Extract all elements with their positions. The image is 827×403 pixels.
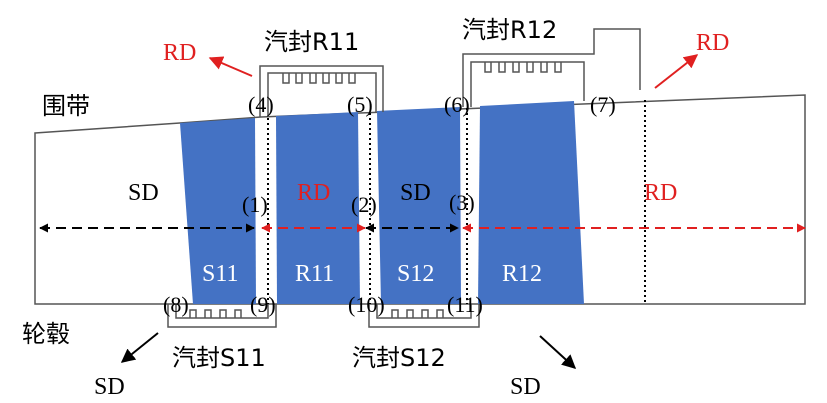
sd-label-bottom-right: SD bbox=[510, 374, 541, 400]
seal-r11-label: 汽封R11 bbox=[264, 28, 359, 56]
point-label-10: (10) bbox=[348, 292, 385, 317]
station-lines bbox=[267, 100, 646, 304]
sd-label-bottom-left: SD bbox=[94, 374, 125, 400]
seal-r12-label: 汽封R12 bbox=[462, 16, 557, 44]
blade-r11-label: R11 bbox=[295, 261, 334, 287]
point-label-7: (7) bbox=[590, 92, 616, 117]
point-label-1: (1) bbox=[242, 192, 268, 217]
point-label-9: (9) bbox=[250, 292, 276, 317]
sd-direction-arrow-right bbox=[539, 335, 577, 369]
point-label-2: (2) bbox=[351, 192, 377, 217]
seal-s11-label: 汽封S11 bbox=[172, 344, 266, 372]
blade-s12 bbox=[377, 107, 461, 304]
blade-s12-label: S12 bbox=[397, 261, 434, 287]
seal-s11-housing bbox=[167, 304, 277, 328]
blade-s11-label: S11 bbox=[202, 261, 238, 287]
point-label-11: (11) bbox=[447, 292, 483, 317]
point-label-4: (4) bbox=[248, 92, 274, 117]
sd-label-mid-left: SD bbox=[128, 180, 159, 206]
rd-label-top-right: RD bbox=[696, 30, 729, 56]
point-label-5: (5) bbox=[347, 92, 373, 117]
rd-label-top-left: RD bbox=[163, 40, 196, 66]
sd-direction-arrow-left bbox=[120, 332, 159, 363]
rd-label-mid-right: RD bbox=[644, 180, 677, 206]
blade-s11 bbox=[180, 118, 256, 304]
seal-r12-housing bbox=[462, 28, 641, 107]
point-label-3: (3) bbox=[449, 190, 475, 215]
shroud-label: 围带 bbox=[42, 92, 90, 120]
seal-r11-housing bbox=[259, 65, 384, 117]
hub-label: 轮毂 bbox=[22, 320, 70, 348]
point-label-6: (6) bbox=[444, 92, 470, 117]
point-label-8: (8) bbox=[163, 292, 189, 317]
blade-r12 bbox=[478, 101, 584, 304]
rd-label-mid-1: RD bbox=[297, 180, 330, 206]
rd-direction-arrow-right bbox=[654, 54, 699, 89]
sd-label-mid-2: SD bbox=[400, 180, 431, 206]
seal-s12-label: 汽封S12 bbox=[352, 344, 446, 372]
rd-direction-arrow-left bbox=[208, 56, 253, 77]
seal-s12-housing bbox=[368, 304, 480, 328]
blade-r12-label: R12 bbox=[502, 261, 542, 287]
blade-r11 bbox=[276, 112, 360, 304]
